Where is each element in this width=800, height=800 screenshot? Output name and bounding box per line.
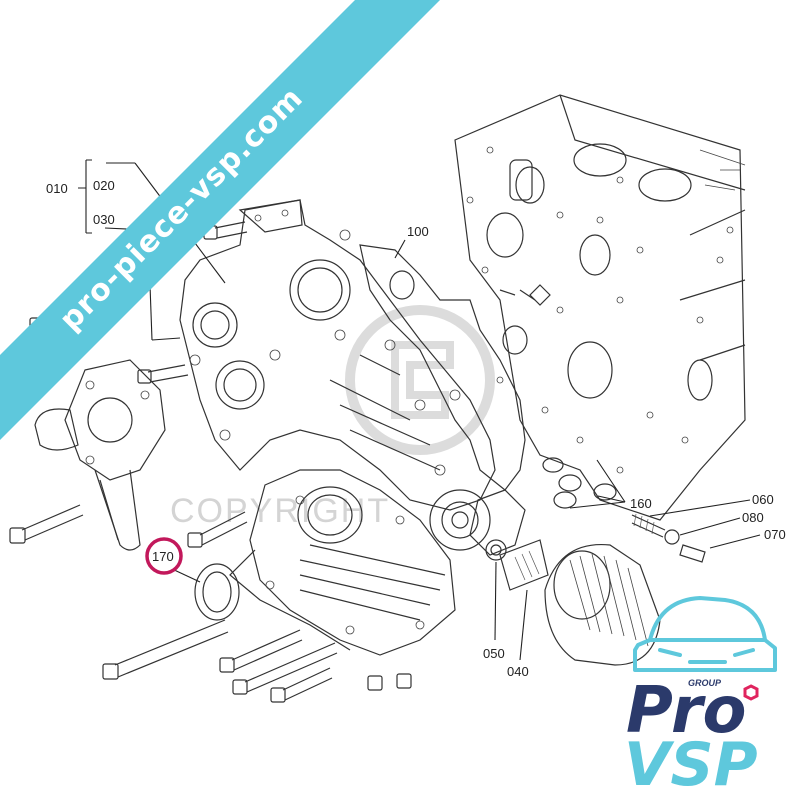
callout-040: 040 (507, 664, 529, 679)
callout-010: 010 (46, 181, 68, 196)
o-rings-160 (542, 457, 617, 509)
callout-080: 080 (742, 510, 764, 525)
logo-group-text: GROUP (688, 678, 722, 688)
banner-strip (0, 0, 440, 440)
banner-text: pro-piece-vsp.com (53, 80, 310, 337)
callout-020: 020 (93, 178, 115, 193)
callout-070: 070 (764, 527, 786, 542)
highlight-170: 170 (145, 537, 183, 575)
gasket-100 (359, 244, 526, 491)
callout-060: 060 (752, 492, 774, 507)
website-banner: pro-piece-vsp.com (0, 0, 440, 440)
gear-case-cover (179, 199, 496, 551)
provsp-logo: GROUP Pro VSP (624, 596, 777, 800)
callout-170: 170 (152, 549, 174, 564)
oil-pan (229, 469, 456, 656)
highlight-circle (145, 537, 183, 575)
callout-100: 100 (407, 224, 429, 239)
callout-030: 030 (93, 212, 115, 227)
bolts-bottom (102, 619, 412, 703)
water-pump (34, 359, 166, 551)
car-icon (633, 596, 777, 672)
oil-filter (544, 543, 661, 666)
relief-valve-parts (631, 513, 706, 563)
watermark-copyright-text: COPYRIGHT (170, 492, 390, 530)
callout-160: 160 (630, 496, 652, 511)
logo-pro-text: Pro (626, 674, 746, 748)
hexagon-icon (743, 684, 759, 701)
engine-block (454, 94, 746, 521)
oil-seal-170 (194, 563, 240, 621)
watermark-logo (345, 305, 495, 455)
logo-vsp-text: VSP (624, 730, 758, 800)
callout-050: 050 (483, 646, 505, 661)
oil-filter-bracket (469, 489, 549, 591)
